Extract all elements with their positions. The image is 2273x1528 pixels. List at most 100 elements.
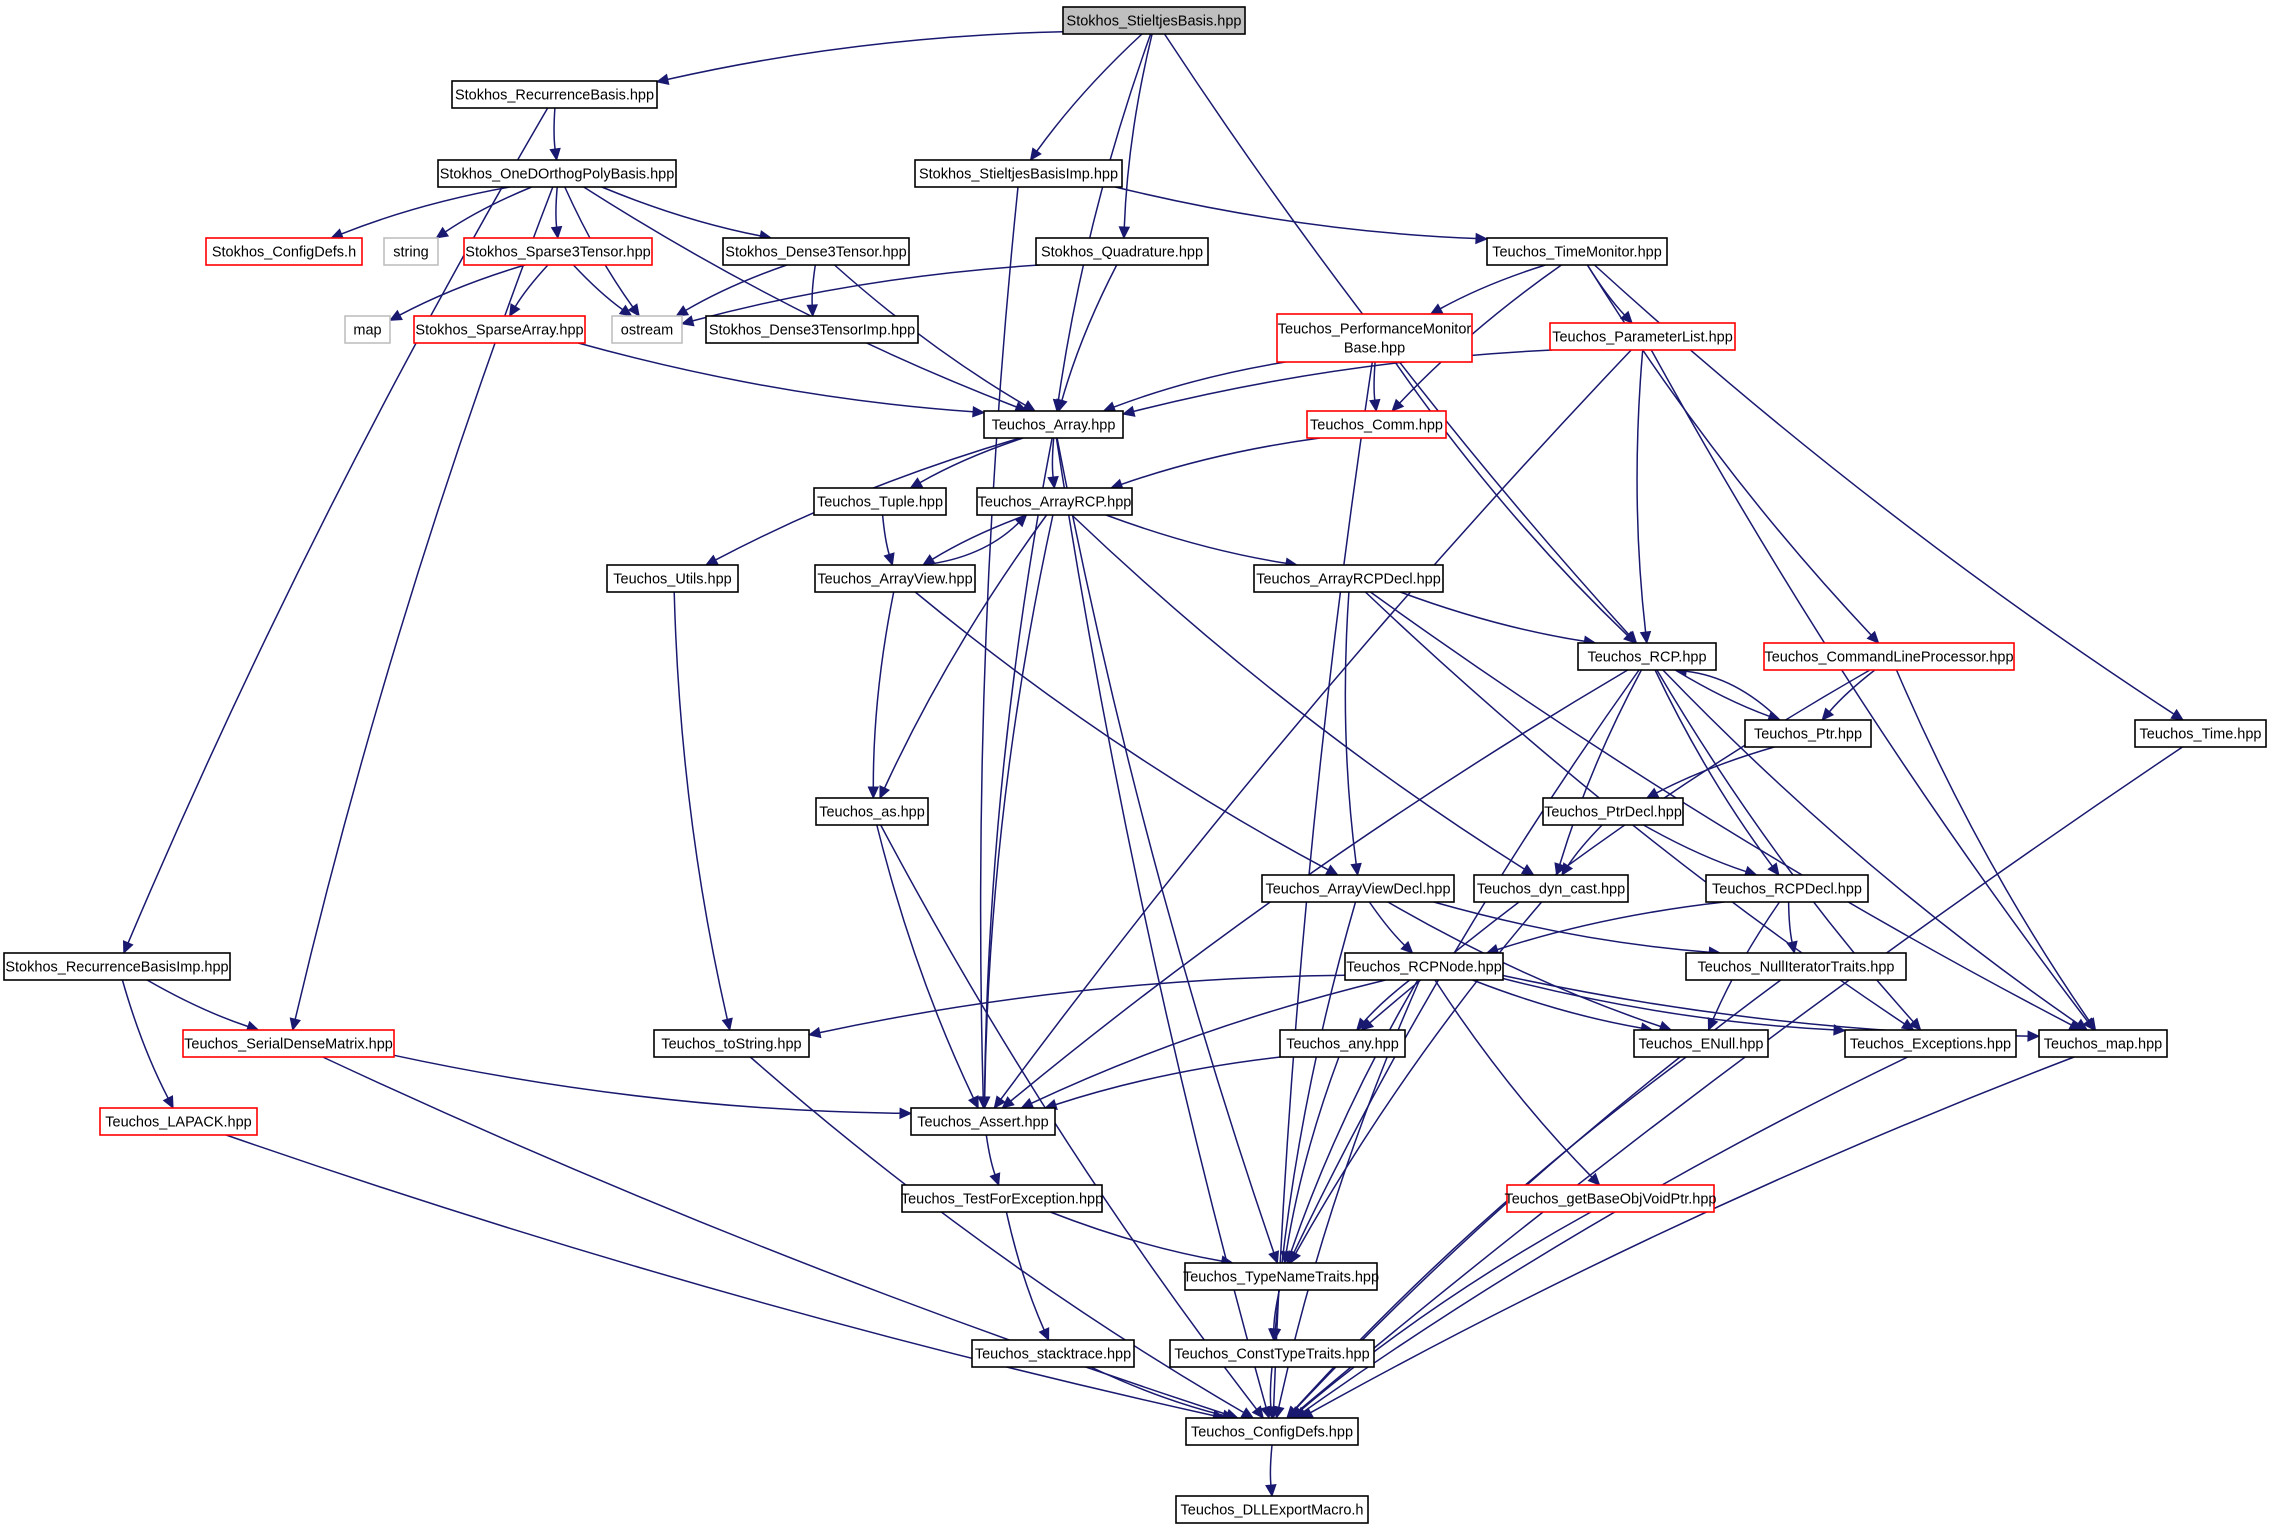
- edge-arrowhead: [807, 1026, 822, 1039]
- node-comm[interactable]: Teuchos_Comm.hpp: [1306, 410, 1447, 439]
- node-tuple[interactable]: Teuchos_Tuple.hpp: [813, 487, 947, 516]
- edge-root-to-recurrence: [667, 30, 1064, 81]
- edge-testforexc-to-stacktrace: [1005, 1211, 1045, 1331]
- node-serialdense[interactable]: Teuchos_SerialDenseMatrix.hpp: [182, 1029, 395, 1058]
- node-onedortho[interactable]: Stokhos_OneDOrthogPolyBasis.hpp: [437, 159, 677, 188]
- node-dense3imp[interactable]: Stokhos_Dense3TensorImp.hpp: [705, 315, 919, 344]
- edge-stieltjesimp-to-assert: [979, 186, 1019, 1098]
- edge-rcpnode-to-tmap: [1502, 974, 2029, 1037]
- edge-lapack-to-tconfigdefs: [225, 1134, 1214, 1417]
- edge-arrowhead: [1020, 1097, 1035, 1109]
- node-tmap[interactable]: Teuchos_map.hpp: [2038, 1029, 2168, 1058]
- node-configdefs_h[interactable]: Stokhos_ConfigDefs.h: [205, 237, 363, 266]
- edge-arrowhead: [1821, 707, 1835, 721]
- edge-arrowhead: [2074, 1018, 2089, 1031]
- edge-stieltjesimp-to-timemonitor: [1115, 186, 1477, 240]
- node-root[interactable]: Stokhos_StieltjesBasis.hpp: [1062, 6, 1246, 35]
- edge-arrayrcpdecl-to-arrayviewdecl: [1344, 591, 1357, 865]
- node-tostring[interactable]: Teuchos_toString.hpp: [653, 1029, 810, 1058]
- node-as[interactable]: Teuchos_as.hpp: [815, 797, 929, 826]
- node-ostream[interactable]: ostream: [611, 315, 683, 344]
- edge-arrayviewdecl-to-rcpnode: [1368, 901, 1406, 946]
- node-testforexc[interactable]: Teuchos_TestForException.hpp: [901, 1184, 1103, 1213]
- node-timemonitor[interactable]: Teuchos_TimeMonitor.hpp: [1486, 237, 1668, 266]
- node-arrayrcp[interactable]: Teuchos_ArrayRCP.hpp: [976, 487, 1133, 516]
- node-box: [1763, 642, 2015, 671]
- node-tconfigdefs[interactable]: Teuchos_ConfigDefs.hpp: [1185, 1417, 1359, 1446]
- node-arrayviewdecl[interactable]: Teuchos_ArrayViewDecl.hpp: [1261, 874, 1455, 903]
- node-label: Teuchos_dyn_cast.hpp: [1477, 882, 1625, 898]
- edge-arrowhead: [1121, 405, 1136, 417]
- node-label: Teuchos_ConstTypeTraits.hpp: [1174, 1347, 1369, 1363]
- node-paramlist[interactable]: Teuchos_ParameterList.hpp: [1549, 322, 1736, 351]
- node-exceptions[interactable]: Teuchos_Exceptions.hpp: [1844, 1029, 2017, 1058]
- node-label: Teuchos_toString.hpp: [661, 1037, 801, 1053]
- node-time[interactable]: Teuchos_Time.hpp: [2134, 719, 2267, 748]
- node-label: Stokhos_RecurrenceBasisImp.hpp: [5, 960, 228, 976]
- node-label: Teuchos_TestForException.hpp: [901, 1192, 1103, 1208]
- edge-array-to-tuple: [919, 437, 1024, 484]
- node-quadrature[interactable]: Stokhos_Quadrature.hpp: [1035, 237, 1209, 266]
- node-ptrdecl[interactable]: Teuchos_PtrDecl.hpp: [1542, 797, 1684, 826]
- edge-quadrature-to-ostream: [692, 264, 1040, 322]
- node-consttype[interactable]: Teuchos_ConstTypeTraits.hpp: [1169, 1339, 1375, 1368]
- edge-arrowhead: [1475, 232, 1489, 245]
- node-typename[interactable]: Teuchos_TypeNameTraits.hpp: [1183, 1262, 1379, 1291]
- node-label: Stokhos_StieltjesBasis.hpp: [1067, 14, 1242, 30]
- edge-arrayview-to-arrayrcp: [922, 522, 1020, 566]
- edge-arrowhead: [1866, 630, 1880, 644]
- edge-arrowhead: [1324, 864, 1339, 876]
- node-enull[interactable]: Teuchos_ENull.hpp: [1633, 1029, 1769, 1058]
- node-string[interactable]: string: [383, 237, 439, 266]
- node-any[interactable]: Teuchos_any.hpp: [1279, 1029, 1406, 1058]
- node-dllexport[interactable]: Teuchos_DLLExportMacro.h: [1175, 1495, 1369, 1524]
- node-arrayrcpdecl[interactable]: Teuchos_ArrayRCPDecl.hpp: [1253, 564, 1444, 593]
- node-box: [1279, 1029, 1406, 1058]
- node-nulliter[interactable]: Teuchos_NullIteratorTraits.hpp: [1685, 952, 1907, 981]
- node-array[interactable]: Teuchos_Array.hpp: [983, 410, 1124, 439]
- node-cmdline[interactable]: Teuchos_CommandLineProcessor.hpp: [1763, 642, 2015, 671]
- node-sparsearray[interactable]: Stokhos_SparseArray.hpp: [413, 315, 586, 344]
- node-dense3[interactable]: Stokhos_Dense3Tensor.hpp: [722, 237, 910, 266]
- node-stieltjesimp[interactable]: Stokhos_StieltjesBasisImp.hpp: [914, 159, 1123, 188]
- edge-rcp-to-tmap: [1662, 669, 2079, 1025]
- edge-quadrature-to-array: [1061, 264, 1118, 401]
- edge-arrowhead: [1623, 630, 1637, 644]
- node-box: [611, 315, 683, 344]
- edge-any-to-assert: [1055, 1056, 1281, 1106]
- node-rcp[interactable]: Teuchos_RCP.hpp: [1577, 642, 1717, 671]
- edge-sparsearray-to-array: [578, 342, 974, 413]
- node-dyncast[interactable]: Teuchos_dyn_cast.hpp: [1473, 874, 1629, 903]
- node-box: [1844, 1029, 2017, 1058]
- node-box: [1549, 322, 1736, 351]
- edge-arrowhead: [675, 305, 690, 317]
- node-recimp[interactable]: Stokhos_RecurrenceBasisImp.hpp: [3, 952, 231, 981]
- node-ptr[interactable]: Teuchos_Ptr.hpp: [1744, 719, 1872, 748]
- node-lapack[interactable]: Teuchos_LAPACK.hpp: [99, 1107, 258, 1136]
- edge-arrowhead: [2027, 1030, 2041, 1042]
- node-map[interactable]: map: [344, 315, 391, 344]
- edge-arrowhead: [1022, 400, 1037, 412]
- node-utils[interactable]: Teuchos_Utils.hpp: [606, 564, 739, 593]
- node-sparse3[interactable]: Stokhos_Sparse3Tensor.hpp: [463, 237, 653, 266]
- node-box: [901, 1184, 1103, 1213]
- node-box: [437, 159, 677, 188]
- edge-arrowhead: [388, 309, 403, 321]
- edge-root-to-stieltjesimp: [1036, 33, 1143, 152]
- node-getbaseobj[interactable]: Teuchos_getBaseObjVoidPtr.hpp: [1504, 1184, 1717, 1213]
- node-box: [1185, 1417, 1359, 1446]
- edge-paramlist-to-assert: [1000, 349, 1632, 1100]
- node-rcpdecl[interactable]: Teuchos_RCPDecl.hpp: [1705, 874, 1869, 903]
- edge-arrayview-to-arrayviewdecl: [914, 591, 1329, 871]
- edge-sparse3-to-ostream: [572, 264, 624, 311]
- edge-arrowhead: [1268, 1250, 1280, 1265]
- node-rcpnode[interactable]: Teuchos_RCPNode.hpp: [1344, 952, 1504, 981]
- edge-array-to-arrayrcp: [1051, 437, 1055, 478]
- node-recurrence[interactable]: Stokhos_RecurrenceBasis.hpp: [451, 80, 658, 109]
- node-arrayview[interactable]: Teuchos_ArrayView.hpp: [814, 564, 976, 593]
- node-label: Teuchos_getBaseObjVoidPtr.hpp: [1504, 1192, 1716, 1208]
- node-stacktrace[interactable]: Teuchos_stacktrace.hpp: [971, 1339, 1135, 1368]
- node-assert[interactable]: Teuchos_Assert.hpp: [910, 1107, 1056, 1136]
